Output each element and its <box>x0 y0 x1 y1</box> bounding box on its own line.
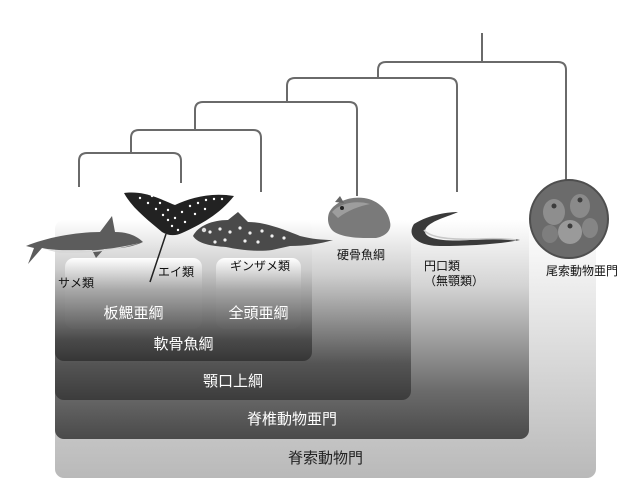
shark-label: サメ類 <box>58 276 95 290</box>
elasmobranchii-split <box>78 152 182 187</box>
cyclostomata-label-line1: 円口類 <box>424 259 461 273</box>
chondrichthyes-split <box>130 129 262 192</box>
cyclostomata-label-line2: （無顎類） <box>424 274 485 288</box>
chordata-label: 脊索動物門 <box>287 449 363 467</box>
holocephali-box: 全頭亜綱 <box>216 258 301 329</box>
elasmobranchii-label: 板鰓亜綱 <box>103 304 164 322</box>
vertebrata-split <box>286 77 458 192</box>
ray-label: エイ類 <box>158 265 195 279</box>
osteichthyes-label: 硬骨魚綱 <box>337 248 386 262</box>
chordata-split <box>377 61 567 185</box>
gnathostomata-label: 顎口上綱 <box>202 372 263 390</box>
ray-illustration <box>124 192 234 283</box>
chimaera-label: ギンザメ類 <box>230 259 291 273</box>
shark-illustration <box>26 216 143 264</box>
gnathostomata-split <box>194 101 358 196</box>
holocephali-label: 全頭亜綱 <box>228 304 289 322</box>
urochordata-label: 尾索動物亜門 <box>546 264 619 278</box>
cyclostomata-label: 円口類 （無顎類） <box>424 259 484 289</box>
lamprey-illustration <box>411 212 520 246</box>
vertebrata-label: 脊椎動物亜門 <box>246 410 337 428</box>
cladogram-lines <box>78 33 567 196</box>
chimaera-illustration <box>193 212 333 251</box>
elasmobranchii-box: 板鰓亜綱 <box>65 258 202 329</box>
chondrichthyes-label: 軟骨魚綱 <box>153 335 214 353</box>
osteichthyes-illustration <box>328 196 391 238</box>
tunicate-illustration <box>529 179 609 259</box>
